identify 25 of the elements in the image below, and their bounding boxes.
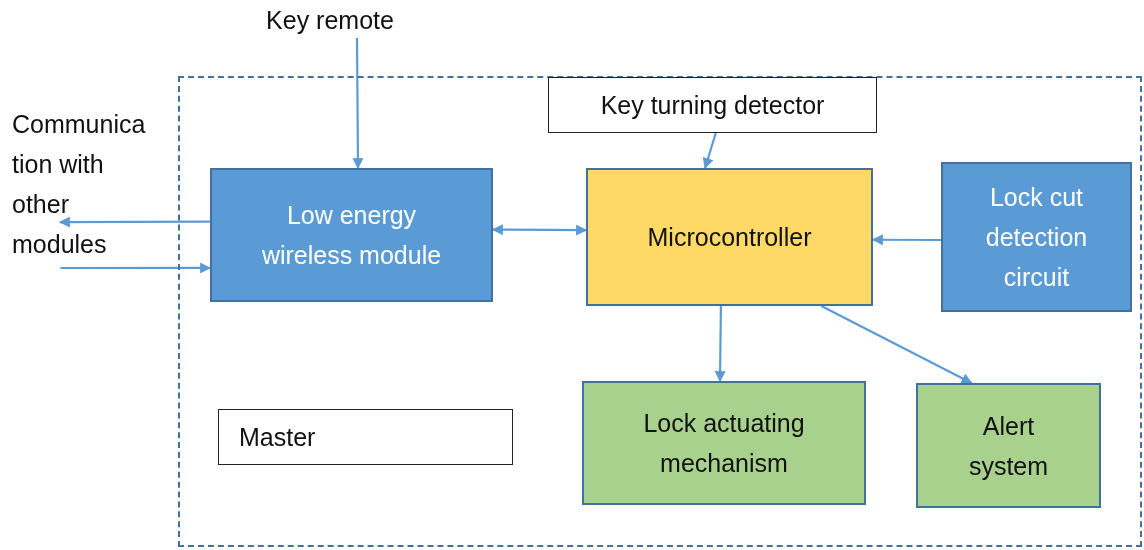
arrow	[58, 216, 210, 228]
module-box	[941, 162, 1132, 312]
box-label: Lock cut detection circuit	[984, 182, 1089, 293]
label-box	[218, 409, 513, 465]
box-label: Alert system	[967, 410, 1050, 482]
arrow	[60, 262, 212, 274]
arrow	[714, 306, 726, 383]
arrow	[352, 38, 364, 170]
box-label: Microcontroller	[646, 222, 813, 253]
box-label: Master	[239, 422, 316, 453]
box-label: Key turning detector	[599, 90, 826, 121]
text-label: Communica tion with other modules	[12, 109, 147, 260]
arrow	[820, 305, 973, 384]
box-label: Lock actuating mechanism	[642, 408, 806, 479]
module-box	[210, 168, 493, 302]
output-box	[916, 383, 1101, 508]
box-label: Low energy wireless module	[260, 200, 443, 271]
text-label: Key remote	[266, 5, 394, 36]
dashed-boundary	[178, 76, 1142, 547]
arrow	[702, 132, 717, 170]
controller-box	[586, 168, 873, 306]
label-box	[548, 77, 877, 133]
arrow	[491, 224, 588, 236]
arrow	[871, 234, 941, 246]
output-box	[582, 381, 866, 505]
